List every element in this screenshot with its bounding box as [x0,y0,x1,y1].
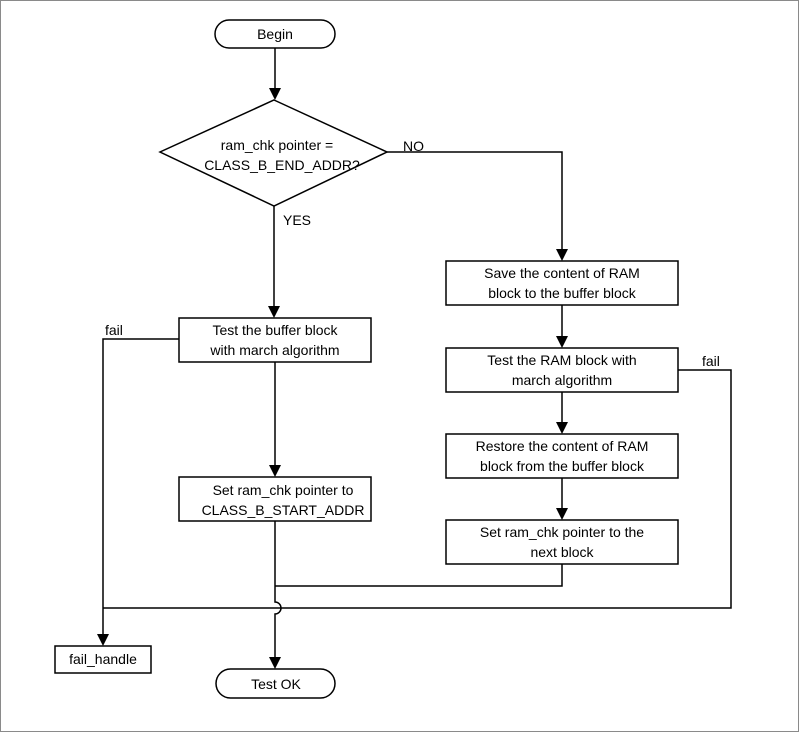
save-line1: Save the content of RAM [484,265,640,281]
decision-diamond [158,99,389,207]
label-fail-left: fail [105,322,123,338]
line-set-next-merge [275,564,563,587]
label-no: NO [403,138,424,154]
label-yes: YES [283,212,311,228]
arrow-to-test-ok [269,521,282,669]
test-ok-label: Test OK [251,676,301,692]
save-line2: block to the buffer block [488,285,637,301]
set-next-line2: next block [530,544,594,560]
test-ram-line1: Test the RAM block with [487,352,636,368]
test-buffer-line1: Test the buffer block [212,322,338,338]
set-start-line2: CLASS_B_START_ADDR [202,502,365,518]
set-start-line1: Set ram_chk pointer to [213,482,354,498]
test-buffer-line2: with march algorithm [209,342,339,358]
set-next-line1: Set ram_chk pointer to the [480,524,644,540]
label-fail-right: fail [702,353,720,369]
test-buffer-box [178,317,372,363]
begin-label: Begin [257,26,293,42]
restore-line1: Restore the content of RAM [476,438,649,454]
decision-line1: ram_chk pointer = [221,137,333,153]
set-start-box [178,476,372,522]
fail-handle-label: fail_handle [69,651,137,667]
decision-line2: CLASS_B_END_ADDR? [204,157,360,173]
line-fail-right-to-fail-handle [103,369,732,609]
arrow-fail-left-to-fail-handle [97,338,179,646]
save-box [445,260,679,306]
restore-line2: block from the buffer block [480,458,645,474]
arrow-no-to-save [387,151,568,261]
test-ok-terminal [215,668,336,699]
test-ram-line2: march algorithm [512,372,612,388]
fail-handle-box [54,645,152,674]
